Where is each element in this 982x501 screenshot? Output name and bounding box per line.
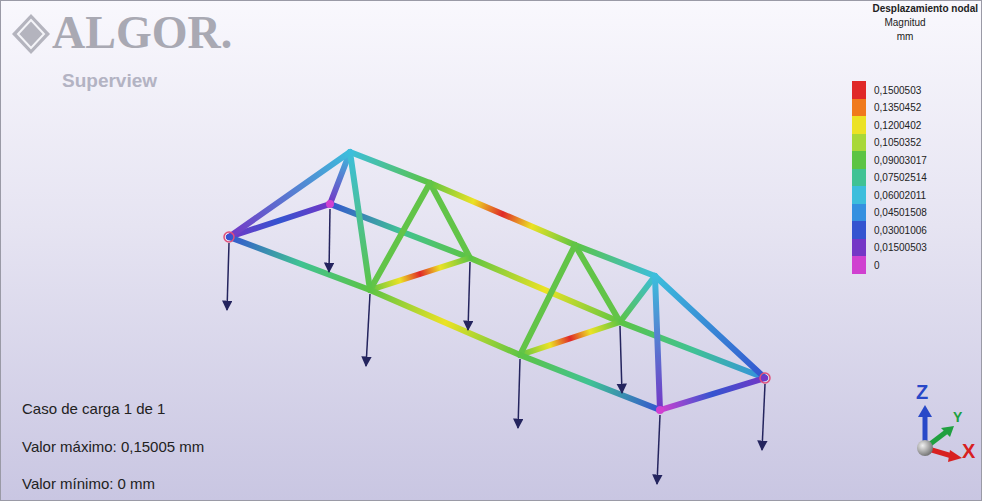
legend-value: 0,04501508: [874, 207, 927, 218]
legend-swatch: [852, 169, 866, 187]
axis-label: Z: [916, 381, 928, 404]
legend-swatch: [852, 204, 866, 222]
legend-quantity: Magnitud: [870, 17, 940, 28]
legend-value: 0,07502514: [874, 172, 927, 183]
min-value-text: Valor mínimo: 0 mm: [22, 475, 155, 492]
logo-text: ALGOR.: [52, 6, 232, 59]
legend-swatch: [852, 186, 866, 204]
legend-entry: 0,1050352: [852, 134, 921, 152]
truss-members: [229, 152, 765, 410]
legend-entry: 0,1200402: [852, 116, 921, 134]
axis-label: X: [962, 440, 975, 463]
legend-swatch: [852, 151, 866, 169]
max-value-text: Valor máximo: 0,15005 mm: [22, 438, 204, 455]
legend-value: 0,03001006: [874, 225, 927, 236]
legend-entry: 0,04501508: [852, 204, 927, 222]
legend-entry: 0,09003017: [852, 151, 927, 169]
logo-diamond: [12, 14, 50, 54]
legend-value: 0,06002011: [874, 190, 926, 201]
legend-entry: 0,1500503: [852, 81, 921, 99]
legend-swatch: [852, 256, 866, 274]
legend-value: 0,09003017: [874, 155, 927, 166]
legend-swatch: [852, 116, 866, 134]
legend-swatch: [852, 239, 866, 257]
legend-title: Desplazamiento nodal: [872, 3, 978, 14]
legend-swatch: [852, 81, 866, 99]
legend-unit: mm: [870, 31, 940, 42]
legend-value: 0,1500503: [874, 85, 921, 96]
load-case-text: Caso de carga 1 de 1: [22, 400, 165, 417]
axis-label: Y: [953, 409, 962, 425]
legend-swatch: [852, 99, 866, 117]
support-nodes: [224, 200, 770, 414]
legend-swatch: [852, 221, 866, 239]
legend-entry: 0,07502514: [852, 169, 927, 187]
legend-value: 0,1350452: [874, 102, 921, 113]
legend-entry: 0: [852, 256, 880, 274]
legend-entry: 0,03001006: [852, 221, 927, 239]
legend-entry: 0,1350452: [852, 99, 921, 117]
load-arrows: [227, 209, 765, 484]
legend-value: 0: [874, 260, 880, 271]
legend-value: 0,1200402: [874, 120, 921, 131]
legend-value: 0,01500503: [874, 242, 927, 253]
legend-swatch: [852, 134, 866, 152]
logo-subtitle: Superview: [62, 70, 157, 92]
legend-entry: 0,01500503: [852, 239, 927, 257]
axis-triad: [917, 405, 962, 462]
legend-entry: 0,06002011: [852, 186, 926, 204]
legend-value: 0,1050352: [874, 137, 921, 148]
